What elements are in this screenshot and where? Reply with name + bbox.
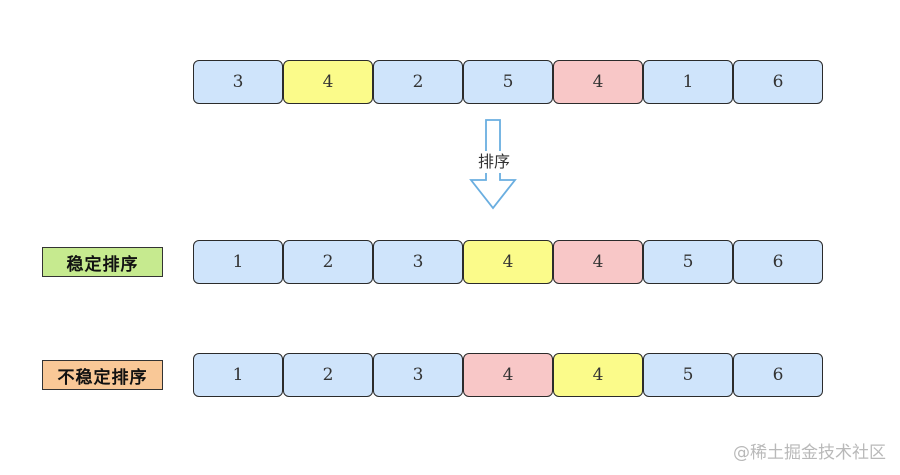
array-cell: 5 [643,353,733,397]
array-cell: 1 [193,353,283,397]
unstable-sort-label: 不稳定排序 [42,360,163,390]
arrow-label: 排序 [466,151,522,173]
array-cell: 4 [463,353,553,397]
array-cell: 4 [553,60,643,104]
array-cell: 4 [283,60,373,104]
array-cell: 5 [463,60,553,104]
unsorted-array: 3 4 2 5 4 1 6 [193,60,823,104]
array-cell: 2 [373,60,463,104]
array-cell: 1 [643,60,733,104]
array-cell: 3 [373,240,463,284]
array-cell: 3 [373,353,463,397]
array-cell: 6 [733,353,823,397]
stable-sort-label: 稳定排序 [42,247,163,277]
array-cell: 3 [193,60,283,104]
array-cell: 4 [553,353,643,397]
array-cell: 4 [463,240,553,284]
array-cell: 6 [733,240,823,284]
unstable-sorted-array: 1 2 3 4 4 5 6 [193,353,823,397]
array-cell: 2 [283,353,373,397]
array-cell: 4 [553,240,643,284]
array-cell: 2 [283,240,373,284]
watermark: @稀土掘金技术社区 [733,443,886,463]
array-cell: 6 [733,60,823,104]
array-cell: 1 [193,240,283,284]
stable-sorted-array: 1 2 3 4 4 5 6 [193,240,823,284]
array-cell: 5 [643,240,733,284]
